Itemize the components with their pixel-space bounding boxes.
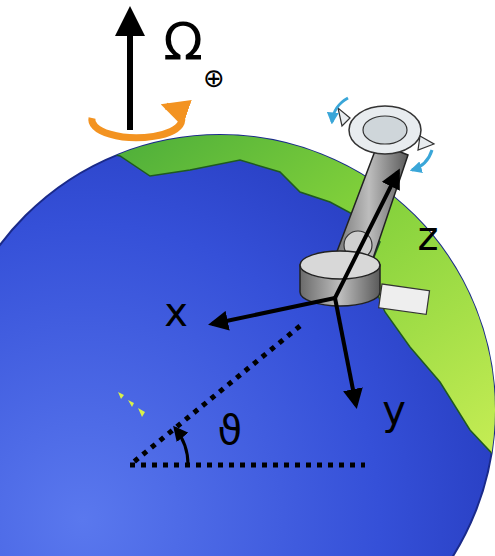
radius-line [130,326,300,465]
angle-label: ϑ [218,410,243,450]
omega-symbol: Ω [163,16,203,68]
equator-line [130,463,365,468]
axis-label: y [382,390,406,430]
rotation-axis [127,12,133,130]
z-axis [335,172,398,298]
continent [0,90,495,462]
islands [118,392,145,417]
y-axis [335,298,356,405]
tilt-arrow [332,98,348,122]
angle-arc [175,428,188,465]
x-axis [212,298,335,324]
tilt-arrow [412,150,432,170]
instrument [300,106,434,314]
axis-label: z [418,216,439,256]
rotation-arrow [92,106,182,138]
axis-label: x [164,292,188,332]
earth-subscript: ⊕ [203,65,225,91]
